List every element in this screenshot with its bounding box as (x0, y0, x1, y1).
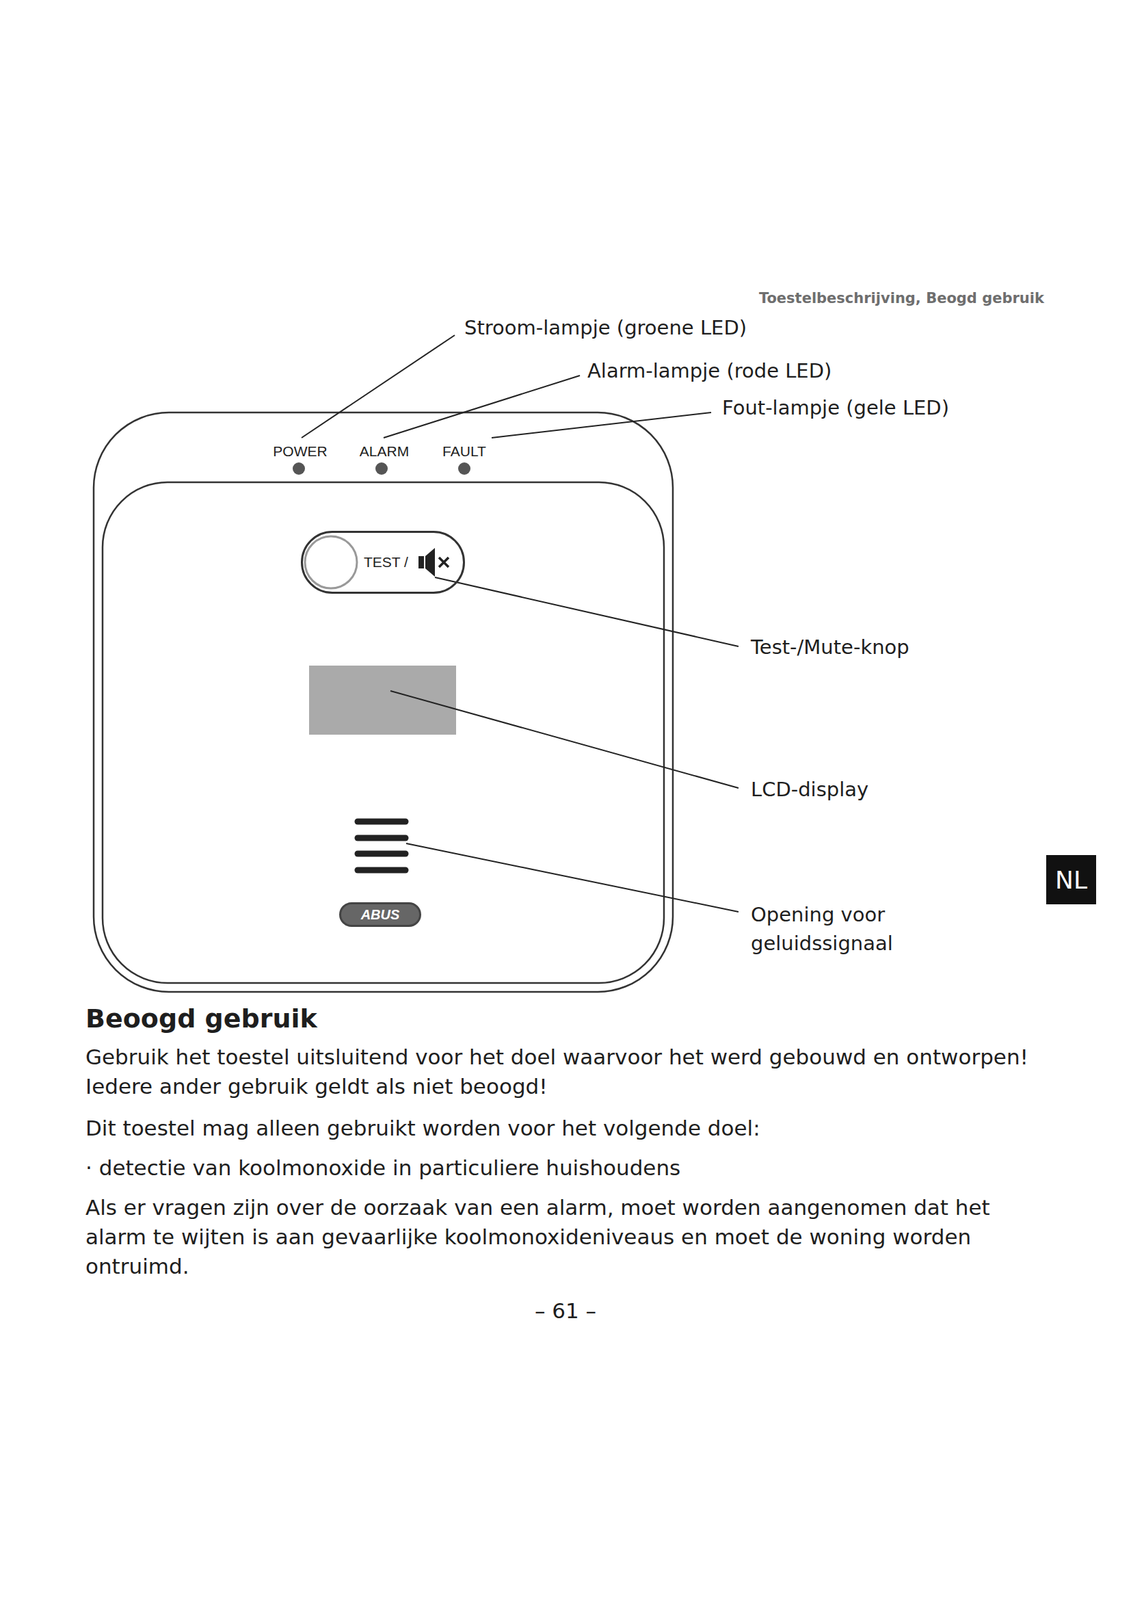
callout-label: LCD-display (750, 776, 869, 803)
language-tab: NL (1046, 854, 1097, 904)
lcd-display (309, 665, 457, 735)
callout-label: Fout-lampje (gele LED) (722, 395, 950, 422)
mute-icon (418, 547, 449, 577)
node-text: TEST / (363, 553, 409, 571)
speaker-grille (357, 821, 406, 870)
power-led (292, 462, 305, 475)
front-panel-outline (102, 482, 664, 983)
running-header: Toestelbeschrijving, Beogd gebruik (759, 289, 1045, 308)
body-paragraph: Gebruik het toestel uitsluitend voor het… (85, 1042, 1040, 1101)
bullet-item: · detectie van koolmonoxide in particuli… (85, 1152, 1040, 1183)
led-label: POWER (272, 441, 327, 461)
callout-label: Test-/Mute-knop (750, 634, 910, 661)
body-paragraph: Dit toestel mag alleen gebruikt worden v… (85, 1113, 1040, 1143)
led-label: FAULT (442, 441, 487, 461)
brand-logo: ABUS (339, 901, 422, 927)
button-circle (304, 536, 357, 589)
page-number: – 61 – (534, 1296, 597, 1324)
alarm-led (375, 462, 388, 475)
fault-led (458, 462, 471, 475)
led-label: ALARM (359, 441, 409, 461)
test-mute-button: TEST / (300, 530, 465, 594)
callout-label: Opening voor geluidssignaal (750, 899, 956, 958)
node-text: ABUS (361, 906, 401, 923)
body-paragraph: Als er vragen zijn over de oorzaak van e… (85, 1192, 1040, 1281)
housing-outline (93, 412, 673, 992)
leader-lines (301, 335, 739, 912)
callout-label: Stroom-lampje (groene LED) (464, 315, 747, 342)
node-text: NL (1055, 865, 1088, 894)
section-heading: Beoogd gebruik (85, 1001, 318, 1036)
callout-label: Alarm-lampje (rode LED) (587, 358, 832, 385)
